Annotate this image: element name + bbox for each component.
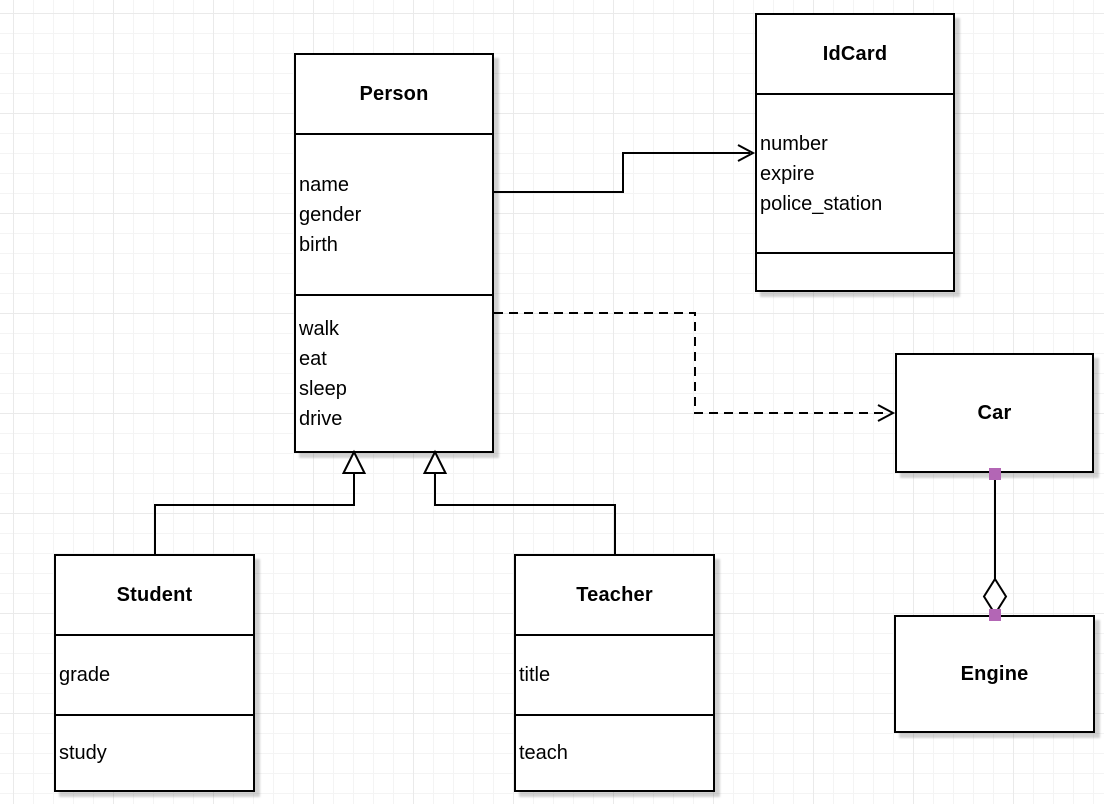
edge-line [154, 474, 355, 554]
class-teacher-methods-compartment: teach [516, 714, 713, 790]
class-teacher-title-compartment: Teacher [516, 556, 713, 634]
class-student-name: Student [116, 583, 193, 606]
class-student-attributes-compartment: grade [56, 634, 253, 714]
edge-line [494, 152, 750, 193]
edge-teacher-person-generalization[interactable] [422, 449, 616, 554]
class-person-name: Person [359, 82, 429, 105]
class-person-title-compartment: Person [296, 55, 492, 133]
class-idcard-title-compartment: IdCard [757, 15, 953, 93]
hollow-triangle-arrowhead-icon [341, 449, 367, 474]
hollow-diamond-arrowhead-icon [982, 577, 1008, 616]
method-row: drive [299, 407, 343, 430]
open-arrowhead-icon [877, 404, 896, 422]
edge-line [434, 474, 616, 554]
class-teacher[interactable]: Teacher title teach [514, 554, 715, 792]
attribute-row: name [299, 173, 350, 196]
attribute-row: number [760, 132, 828, 155]
attribute-row: title [519, 664, 551, 686]
edge-person-idcard-association[interactable] [494, 144, 756, 193]
method-row: teach [519, 742, 568, 764]
attribute-row: birth [299, 233, 338, 256]
attribute-row: grade [59, 664, 111, 686]
class-person[interactable]: Person name gender birth walk eat sleep … [294, 53, 494, 453]
edge-person-car-dependency[interactable] [494, 312, 896, 422]
attribute-row: gender [299, 203, 362, 226]
class-car-name: Car [977, 401, 1012, 424]
class-car[interactable]: Car [895, 353, 1094, 473]
class-car-title-compartment: Car [897, 355, 1092, 471]
class-engine-title-compartment: Engine [896, 617, 1093, 731]
class-student-methods-compartment: study [56, 714, 253, 790]
class-engine[interactable]: Engine [894, 615, 1095, 733]
class-student[interactable]: Student grade study [54, 554, 255, 792]
class-idcard[interactable]: IdCard number expire police_station [755, 13, 955, 292]
edge-car-engine-aggregation[interactable] [982, 468, 1008, 621]
attribute-row: police_station [760, 192, 883, 215]
class-idcard-name: IdCard [822, 42, 888, 65]
class-idcard-empty-compartment [757, 252, 953, 290]
class-teacher-name: Teacher [576, 583, 653, 606]
method-row: walk [299, 317, 340, 340]
class-student-title-compartment: Student [56, 556, 253, 634]
open-arrowhead-icon [737, 144, 756, 162]
class-engine-name: Engine [960, 662, 1029, 685]
edge-line [494, 312, 888, 414]
class-person-methods-compartment: walk eat sleep drive [296, 294, 492, 451]
attribute-row: expire [760, 162, 815, 185]
method-row: study [59, 742, 107, 764]
class-person-attributes-compartment: name gender birth [296, 133, 492, 294]
edge-student-person-generalization[interactable] [154, 449, 367, 554]
method-row: eat [299, 347, 327, 370]
method-row: sleep [299, 377, 347, 400]
hollow-triangle-arrowhead-icon [422, 449, 448, 474]
class-idcard-attributes-compartment: number expire police_station [757, 93, 953, 252]
class-teacher-attributes-compartment: title [516, 634, 713, 714]
